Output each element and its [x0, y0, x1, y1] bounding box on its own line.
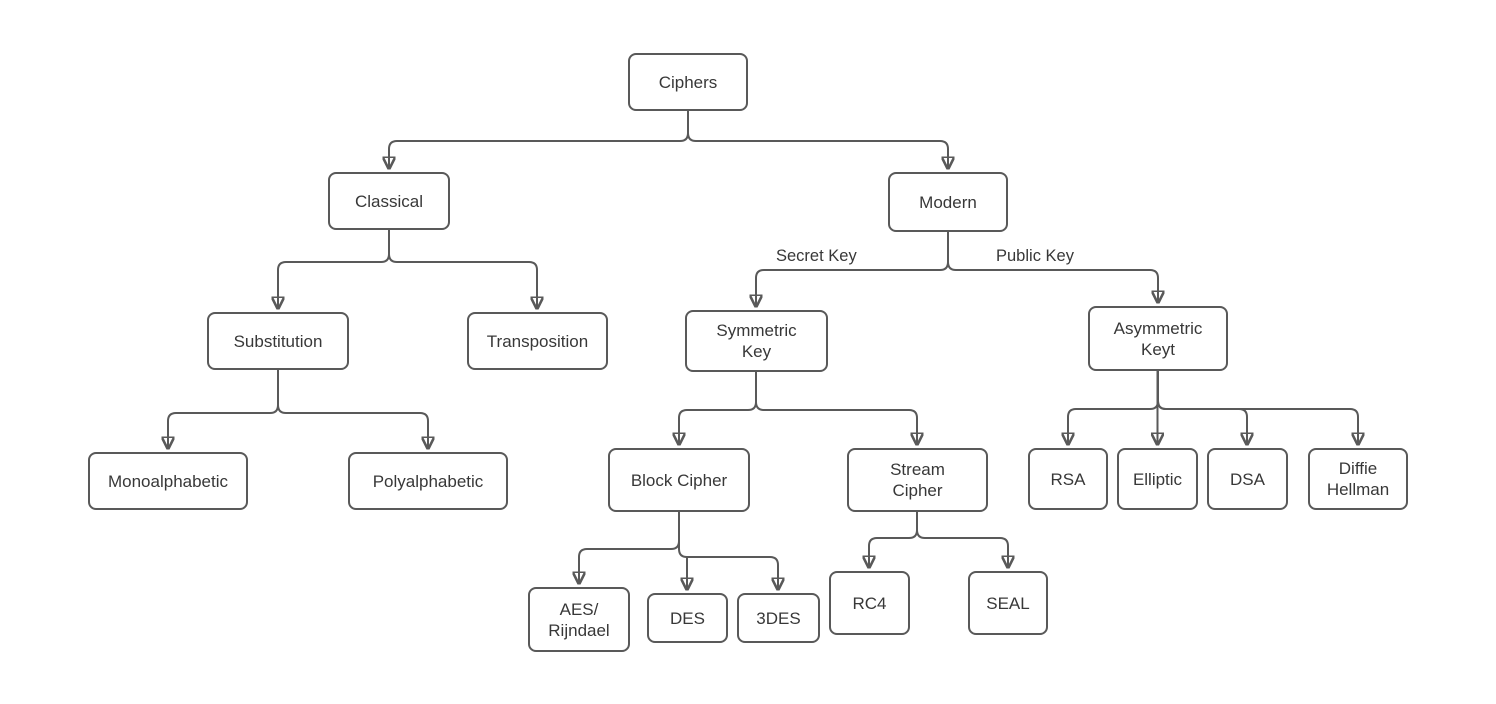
node-aes-rijndael: AES/ Rijndael: [528, 587, 630, 652]
edge-asymmetric-dsa: [1157, 371, 1247, 445]
node-dsa: DSA: [1207, 448, 1288, 510]
node-3des: 3DES: [737, 593, 820, 643]
node-label: SEAL: [986, 593, 1030, 613]
edge-substitution-monoalphabetic: [168, 370, 279, 449]
node-label: DES: [670, 608, 705, 628]
node-label: Diffie Hellman: [1326, 459, 1390, 499]
node-label: Polyalphabetic: [372, 471, 484, 491]
edge-label-secret-key: Secret Key: [776, 247, 857, 265]
node-label: 3DES: [756, 608, 801, 628]
node-label: Asymmetric Keyt: [1113, 318, 1203, 359]
node-label: DSA: [1230, 469, 1265, 489]
edge-stream-seal: [916, 512, 1008, 568]
node-label: RC4: [852, 593, 887, 613]
edge-modern-asymmetric: [947, 232, 1158, 303]
edge-stream-rc4: [869, 512, 918, 568]
node-label: AES/ Rijndael: [548, 599, 610, 640]
node-polyalphabetic: Polyalphabetic: [348, 452, 508, 510]
edge-substitution-polyalphabetic: [277, 370, 428, 449]
edge-block-3des: [678, 512, 778, 590]
node-label: Symmetric Key: [716, 321, 797, 361]
edge-classical-substitution: [278, 230, 390, 309]
node-label: Block Cipher: [630, 470, 728, 490]
node-label: Stream Cipher: [890, 460, 945, 500]
edge-asymmetric-rsa: [1068, 371, 1159, 445]
node-asymmetric-key: Asymmetric Keyt: [1088, 306, 1228, 371]
node-label: Monoalphabetic: [107, 471, 229, 491]
node-label: Elliptic: [1132, 469, 1183, 489]
node-label: Ciphers: [658, 72, 718, 92]
node-symmetric-key: Symmetric Key: [685, 310, 828, 372]
node-monoalphabetic: Monoalphabetic: [88, 452, 248, 510]
edge-label-public-key: Public Key: [996, 247, 1074, 265]
node-transposition: Transposition: [467, 312, 608, 370]
node-stream-cipher: Stream Cipher: [847, 448, 988, 512]
node-label: Transposition: [486, 331, 589, 351]
node-modern: Modern: [888, 172, 1008, 232]
edge-symmetric-stream-cipher: [755, 372, 917, 445]
edge-asymmetric-diffie-hellman: [1157, 371, 1358, 445]
node-substitution: Substitution: [207, 312, 349, 370]
node-des: DES: [647, 593, 728, 643]
edge-symmetric-block-cipher: [679, 372, 757, 445]
node-label: Classical: [354, 191, 424, 211]
edge-ciphers-modern: [687, 111, 948, 169]
node-ciphers: Ciphers: [628, 53, 748, 111]
node-classical: Classical: [328, 172, 450, 230]
node-label: Modern: [919, 192, 977, 212]
node-seal: SEAL: [968, 571, 1048, 635]
node-rc4: RC4: [829, 571, 910, 635]
node-label: RSA: [1050, 469, 1086, 489]
node-elliptic: Elliptic: [1117, 448, 1198, 510]
edge-modern-symmetric: [756, 232, 949, 307]
node-diffie-hellman: Diffie Hellman: [1308, 448, 1408, 510]
node-block-cipher: Block Cipher: [608, 448, 750, 512]
edge-classical-transposition: [388, 230, 537, 309]
edge-ciphers-classical: [389, 111, 689, 169]
node-rsa: RSA: [1028, 448, 1108, 510]
edge-block-aes: [579, 512, 680, 584]
node-label: Substitution: [233, 331, 323, 351]
